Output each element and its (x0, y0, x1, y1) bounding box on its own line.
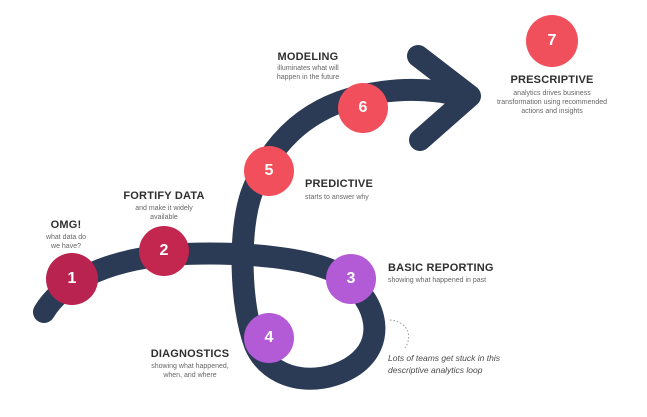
stage-7-title: PRESCRIPTIVE (510, 74, 594, 86)
stage-2-title: FORTIFY DATA (123, 190, 205, 202)
stage-3-circle: 3 (326, 254, 376, 304)
stage-3-title: BASIC REPORTING (388, 262, 494, 274)
loop-dotted-line (389, 319, 410, 349)
stage-2-desc: and make it widely available (135, 205, 193, 221)
stage-1-title: OMG! (50, 219, 82, 231)
stage-4-circle: 4 (244, 313, 294, 363)
stage-6-desc: illuminates what will happen in the futu… (276, 65, 340, 81)
stage-4-title: DIAGNOSTICS (150, 348, 230, 360)
loop-note: Lots of teams get stuck in this descript… (388, 353, 500, 375)
journey-curve (33, 79, 473, 390)
stage-5-circle: 5 (244, 146, 294, 196)
stage-4-desc: showing what happened, when, and where (151, 363, 229, 379)
stage-5-desc: starts to answer why (305, 194, 369, 201)
stage-2-circle: 2 (139, 226, 189, 276)
stage-7-circle: 7 (526, 15, 578, 67)
stage-1-desc: what data do we have? (45, 234, 87, 250)
stage-1-circle: 1 (46, 253, 98, 305)
stage-3-desc: showing what happened in past (388, 277, 487, 284)
stage-6-title: MODELING (277, 51, 339, 63)
stage-5-title: PREDICTIVE (305, 178, 374, 190)
arrow-head (407, 45, 481, 151)
stage-7-desc: analytics drives business transformation… (496, 90, 608, 115)
stage-6-circle: 6 (338, 83, 388, 133)
